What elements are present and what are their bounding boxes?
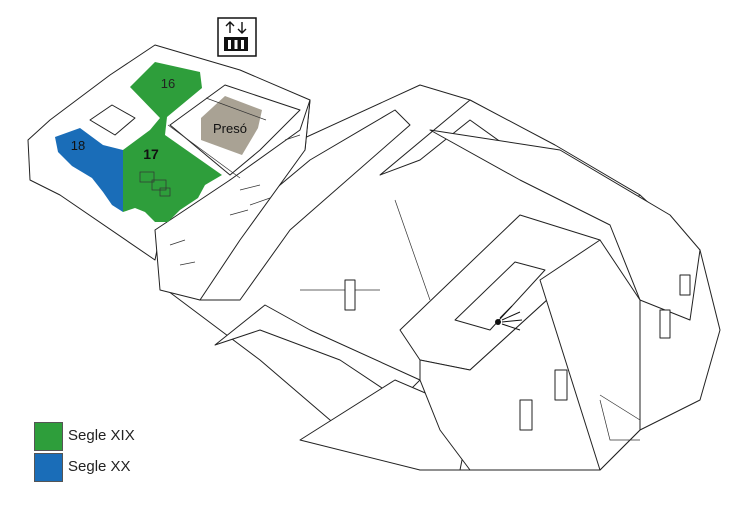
legend-swatch-green (34, 422, 63, 451)
zone-16-area (123, 62, 202, 150)
elevator-icon (217, 17, 257, 57)
legend-label: Segle XX (68, 458, 131, 475)
tower-drawing: 16 17 18 Presó (27, 44, 311, 301)
zone-18-area (55, 128, 123, 212)
zone-17-label: 17 (143, 146, 159, 162)
zone-18-label: 18 (71, 138, 85, 153)
legend-label: Segle XIX (68, 427, 135, 444)
main-building-drawing (159, 84, 721, 471)
zone-17-area (123, 117, 222, 222)
zone-preso-label: Presó (213, 121, 247, 136)
green-zones (123, 62, 222, 222)
zone-preso-area (201, 96, 262, 155)
info-point-icon (495, 319, 501, 325)
legend-swatch-blue (34, 453, 63, 482)
zone-16-label: 16 (161, 76, 175, 91)
